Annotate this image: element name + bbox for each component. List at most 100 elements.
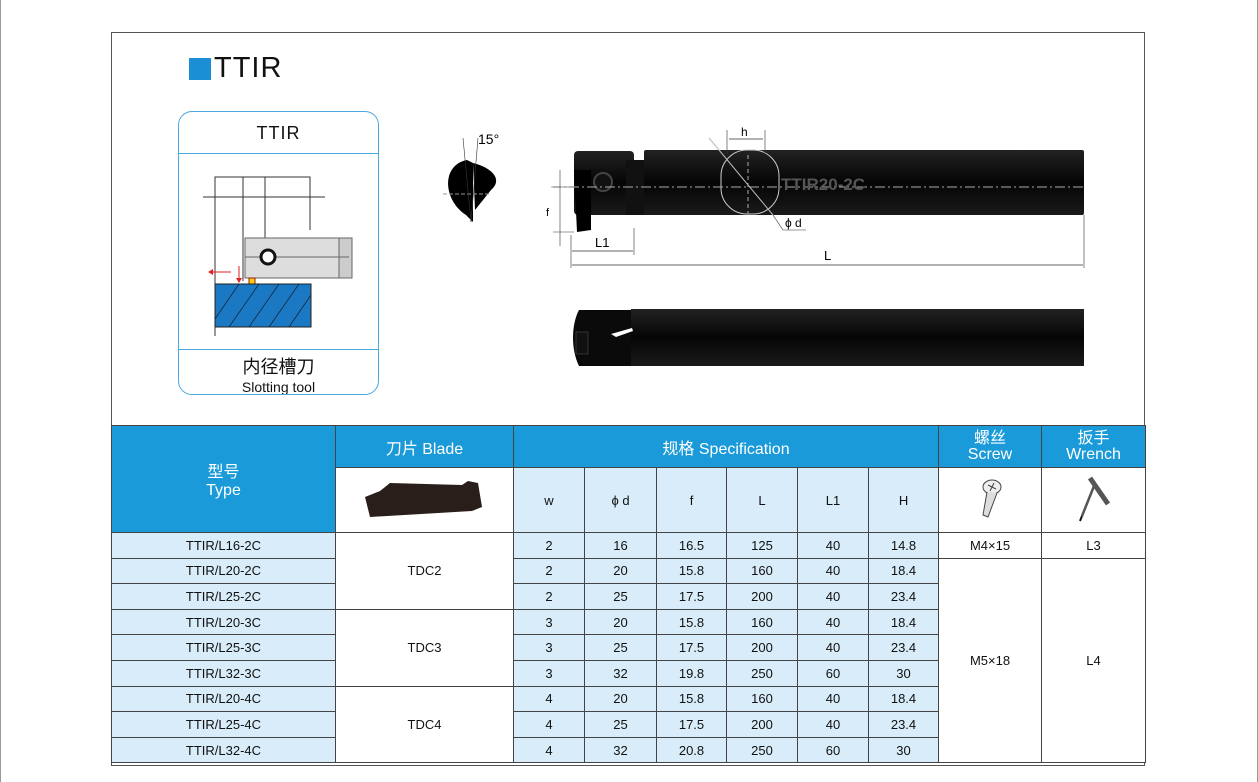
cell-d: 32: [584, 736, 657, 764]
header-type-cn: 型号: [207, 464, 240, 481]
screw-image: [938, 467, 1043, 533]
spec-col-L: L: [726, 467, 798, 533]
cell-w: 3: [513, 608, 585, 636]
label-L1: L1: [595, 235, 609, 250]
cell-L1: 40: [797, 634, 869, 661]
cell-type: TTIR/L32-3C: [111, 659, 336, 687]
page-frame: [111, 32, 1145, 766]
cell-type: TTIR/L16-2C: [111, 532, 336, 559]
cell-L: 250: [726, 736, 798, 764]
title-square-icon: [189, 57, 211, 80]
angle-label: 15°: [478, 131, 499, 147]
label-f: f: [546, 207, 550, 219]
cell-L: 200: [726, 711, 798, 738]
blade-insert-icon: [364, 480, 482, 517]
cell-type: TTIR/L32-4C: [111, 736, 336, 764]
blade-image: [335, 467, 514, 533]
card-title: TTIR: [179, 112, 378, 154]
cell-H: 18.4: [867, 685, 940, 713]
card-name-cn: 内径槽刀: [242, 357, 315, 377]
cell-L: 160: [726, 685, 798, 713]
cell-L1: 40: [797, 583, 869, 610]
cell-type: TTIR/L20-2C: [111, 557, 336, 585]
cell-type: TTIR/L25-4C: [111, 711, 336, 738]
cell-d: 20: [584, 557, 657, 585]
label-d: ϕ d: [785, 216, 802, 230]
cell-L1: 60: [797, 659, 869, 687]
header-screw-cn: 螺丝: [974, 429, 1007, 447]
cell-H: 14.8: [867, 532, 940, 559]
tool-card: TTIR 内径槽刀 Slotting tool: [178, 111, 379, 395]
cell-d: 25: [584, 583, 657, 610]
cell-screw: M5×18: [938, 557, 1043, 764]
cell-d: 20: [584, 685, 657, 713]
cell-blade: TDC3: [335, 608, 514, 687]
cell-H: 23.4: [867, 634, 940, 661]
header-wrench-en: Wrench: [1066, 445, 1121, 463]
cell-L: 250: [726, 659, 798, 687]
cell-L1: 40: [797, 557, 869, 585]
cell-d: 20: [584, 608, 657, 636]
cell-w: 2: [513, 532, 585, 559]
cell-w: 4: [513, 685, 585, 713]
header-spec: 规格 Specification: [512, 425, 940, 468]
cell-H: 30: [867, 736, 940, 764]
cell-d: 16: [584, 532, 657, 559]
cell-H: 23.4: [867, 711, 940, 738]
cell-blade: TDC2: [335, 532, 514, 610]
cell-type: TTIR/L25-3C: [111, 634, 336, 661]
cell-f: 20.8: [656, 736, 727, 764]
label-L: L: [824, 248, 831, 263]
spec-col-d: ϕ d: [584, 467, 657, 533]
header-blade: 刀片 Blade: [335, 425, 514, 468]
slotting-diagram: [203, 176, 353, 336]
cell-L1: 40: [797, 711, 869, 738]
cell-w: 2: [513, 583, 585, 610]
wrench-image: [1041, 467, 1147, 533]
cell-d: 25: [584, 711, 657, 738]
spec-col-L1: L1: [797, 467, 869, 533]
cell-L: 160: [726, 557, 798, 585]
wrench-icon: [1078, 476, 1110, 521]
spec-col-H: H: [867, 467, 940, 533]
cell-f: 16.5: [656, 532, 727, 559]
page-title: TTIR: [189, 52, 282, 85]
cell-w: 2: [513, 557, 585, 585]
cell-L1: 40: [797, 532, 869, 559]
cell-w: 4: [513, 736, 585, 764]
cell-L1: 40: [797, 608, 869, 636]
cell-H: 18.4: [867, 557, 940, 585]
cell-L: 200: [726, 634, 798, 661]
label-h: h: [741, 125, 748, 139]
header-wrench-cn: 扳手: [1077, 429, 1110, 447]
engraving: TTIR20-2C: [781, 175, 865, 194]
spec-col-w: w: [513, 467, 585, 533]
cell-H: 23.4: [867, 583, 940, 610]
cell-d: 32: [584, 659, 657, 687]
cell-L: 125: [726, 532, 798, 559]
cell-H: 18.4: [867, 608, 940, 636]
cell-f: 15.8: [656, 557, 727, 585]
cell-wrench: L4: [1041, 557, 1147, 764]
cell-type: TTIR/L20-3C: [111, 608, 336, 636]
cell-L1: 60: [797, 736, 869, 764]
cell-f: 15.8: [656, 685, 727, 713]
cell-d: 25: [584, 634, 657, 661]
cell-L: 200: [726, 583, 798, 610]
card-name-en: Slotting tool: [241, 379, 316, 395]
header-screw-en: Screw: [967, 445, 1013, 463]
title-text: TTIR: [214, 52, 283, 84]
header-type-en: Type: [206, 482, 241, 499]
